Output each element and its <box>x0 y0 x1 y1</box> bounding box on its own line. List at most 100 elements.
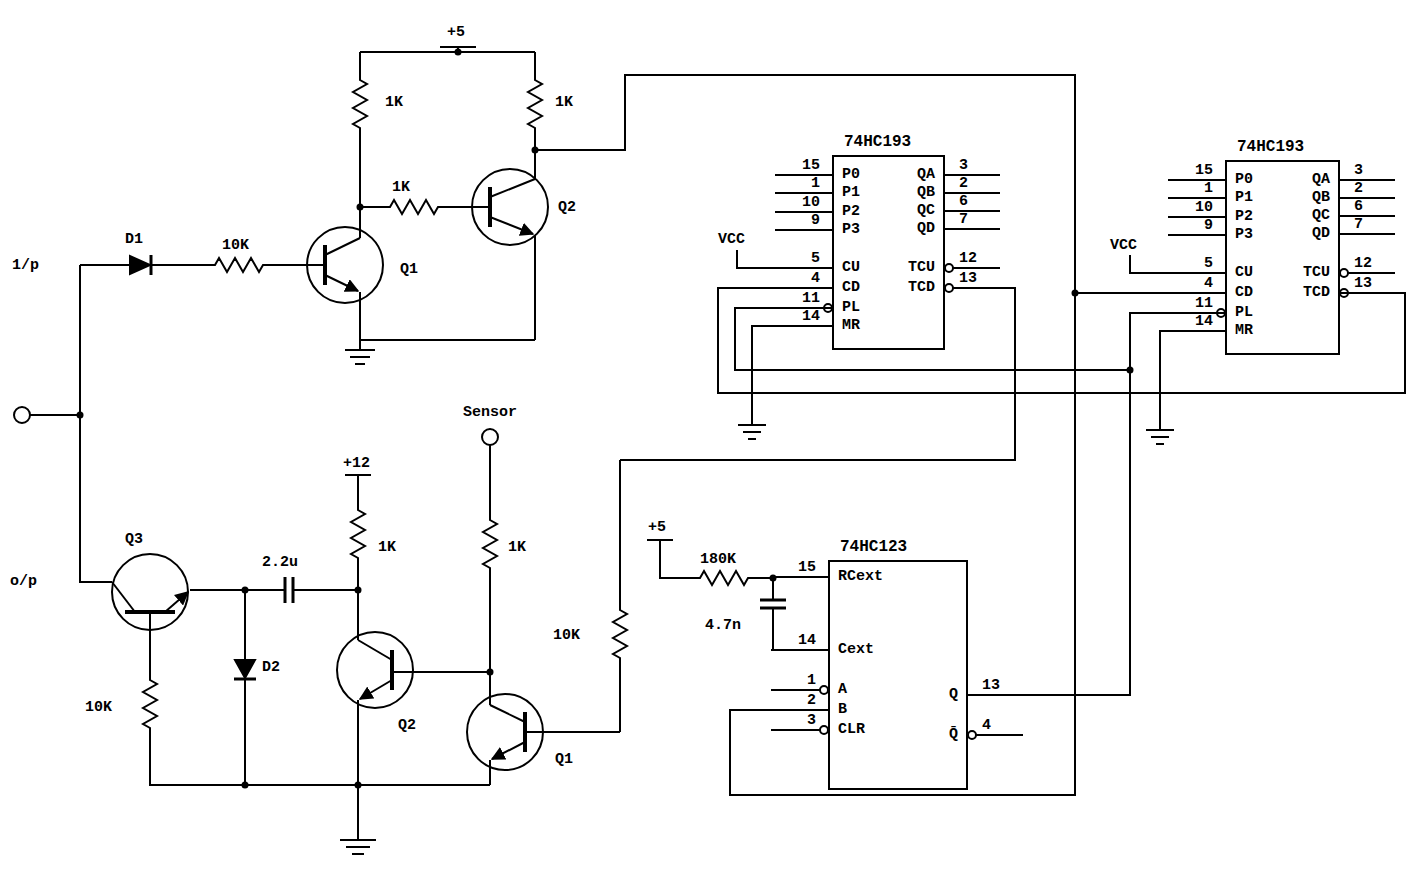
pin-line <box>945 210 1000 212</box>
pin-line <box>945 174 1000 176</box>
pin-line <box>771 709 828 711</box>
pin-name: TCD <box>908 280 935 295</box>
schematic-label: o/p <box>10 574 37 589</box>
schematic-label: +5 <box>648 520 666 535</box>
schematic-label: Q3 <box>125 532 143 547</box>
schematic-label: VCC <box>1110 238 1137 253</box>
pin-name: Q <box>949 687 958 702</box>
pin-name: QB <box>917 185 935 200</box>
pin-name: CU <box>842 260 860 275</box>
pin-number: 13 <box>959 271 977 286</box>
pin-line <box>775 192 832 194</box>
schematic-label: +12 <box>343 456 370 471</box>
schematic-label: 10K <box>85 700 112 715</box>
pin-line <box>775 325 832 327</box>
schematic-label: 1K <box>508 540 526 555</box>
pin-name: P1 <box>1235 190 1253 205</box>
schematic-label: 2.2u <box>262 555 298 570</box>
pin-number: 12 <box>959 251 977 266</box>
pin-name: P3 <box>842 222 860 237</box>
pin-name: CD <box>1235 285 1253 300</box>
pin-line <box>771 689 820 691</box>
pin-number: 11 <box>1195 296 1213 311</box>
pin-line <box>1168 234 1225 236</box>
pin-name: QD <box>917 221 935 236</box>
pin-number: 10 <box>802 195 820 210</box>
pin-line <box>1348 272 1395 274</box>
pin-number: 13 <box>982 678 1000 693</box>
pin-number: 3 <box>1354 163 1363 178</box>
pin-name: MR <box>842 318 860 333</box>
pin-line <box>1168 292 1225 294</box>
pin-number: 14 <box>798 633 816 648</box>
pin-number: 13 <box>1354 276 1372 291</box>
pin-number: 14 <box>802 309 820 324</box>
pin-number: 4 <box>982 718 991 733</box>
pin-number: 9 <box>811 213 820 228</box>
pin-name: Cext <box>838 642 874 657</box>
schematic-label: 1/p <box>12 258 39 273</box>
pin-name: QA <box>1312 172 1330 187</box>
pin-name: CU <box>1235 265 1253 280</box>
schematic-label: 10K <box>222 238 249 253</box>
schematic-label: D2 <box>262 660 280 675</box>
pin-line <box>945 228 1000 230</box>
pin-number: 14 <box>1195 314 1213 329</box>
pin-line <box>1340 215 1395 217</box>
pin-name: A <box>838 682 847 697</box>
ic-part-number: 74HC193 <box>1237 138 1304 156</box>
pin-name: PL <box>1235 305 1253 320</box>
pin-line <box>771 729 820 731</box>
pin-name: P0 <box>1235 172 1253 187</box>
schematic-label: 1K <box>378 540 396 555</box>
pin-number: 9 <box>1204 218 1213 233</box>
pin-line <box>953 287 1000 289</box>
pin-line <box>1168 197 1225 199</box>
pin-number: 15 <box>1195 163 1213 178</box>
inversion-bubble <box>945 264 953 272</box>
pin-line <box>771 649 828 651</box>
pin-number: 11 <box>802 291 820 306</box>
pin-name: Q̄ <box>949 727 958 742</box>
pin-name: CD <box>842 280 860 295</box>
junction-dot <box>77 49 1134 789</box>
schematic-label: Q1 <box>555 752 573 767</box>
pin-number: 3 <box>807 713 816 728</box>
pin-name: P1 <box>842 185 860 200</box>
schematic-label: Q2 <box>398 718 416 733</box>
schematic-label: 1K <box>385 95 403 110</box>
pin-name: QC <box>917 203 935 218</box>
pin-name: P2 <box>1235 209 1253 224</box>
pin-line <box>1168 179 1225 181</box>
pin-number: 6 <box>1354 199 1363 214</box>
pin-number: 5 <box>811 251 820 266</box>
pin-line <box>775 229 832 231</box>
pin-number: 15 <box>798 560 816 575</box>
inversion-bubble <box>820 726 828 734</box>
pin-number: 12 <box>1354 256 1372 271</box>
pin-line <box>775 174 832 176</box>
pin-name: P0 <box>842 167 860 182</box>
pin-name: CLR <box>838 722 865 737</box>
schematic-label: D1 <box>125 232 143 247</box>
schematic-label: 1K <box>392 180 410 195</box>
pin-number: 4 <box>1204 276 1213 291</box>
signal-wire <box>968 313 1225 695</box>
pin-number: 15 <box>802 158 820 173</box>
pin-line <box>771 576 828 578</box>
pin-name: PL <box>842 300 860 315</box>
pin-line <box>1168 216 1225 218</box>
wire <box>14 47 1174 854</box>
ic-package: 74HC123 <box>828 560 968 790</box>
schematic-label: 1K <box>555 95 573 110</box>
pin-name: TCU <box>908 260 935 275</box>
pin-line <box>1168 330 1225 332</box>
pin-number: 7 <box>1354 217 1363 232</box>
schematic-label: VCC <box>718 232 745 247</box>
pin-name: P2 <box>842 204 860 219</box>
pin-name: B <box>838 702 847 717</box>
pin-line <box>1340 179 1395 181</box>
ic-part-number: 74HC123 <box>840 538 907 556</box>
